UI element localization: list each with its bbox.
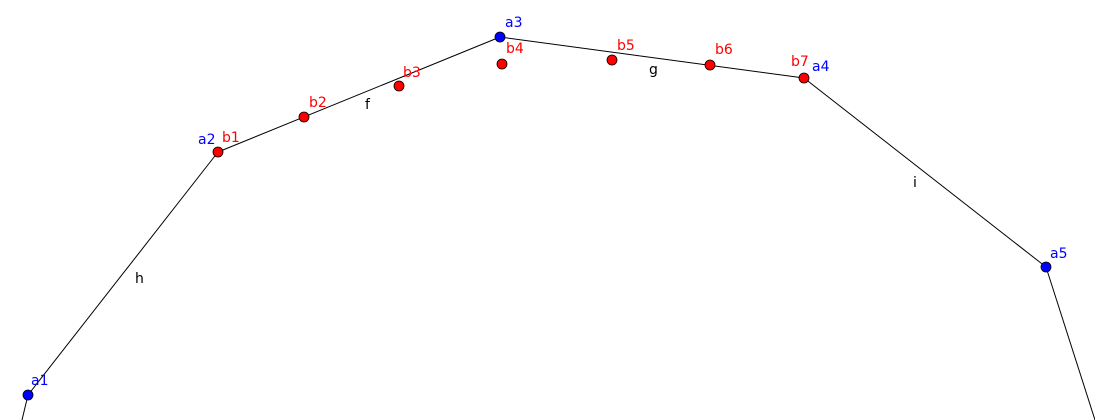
label-a3: a3: [505, 15, 523, 31]
point-b2[interactable]: [298, 111, 310, 123]
point-a3[interactable]: [494, 31, 506, 43]
label-b7: b7: [791, 54, 809, 70]
segment-lead-out: [1045, 266, 1095, 420]
point-b5[interactable]: [606, 54, 618, 66]
point-b4[interactable]: [496, 58, 508, 70]
segment-label-f: f: [365, 97, 371, 113]
point-b7[interactable]: [798, 72, 810, 84]
segments-layer: [21, 36, 1095, 420]
segment-g: [499, 36, 805, 79]
label-a2: a2: [198, 132, 216, 148]
point-b3[interactable]: [393, 80, 405, 92]
segment-h: [27, 151, 219, 396]
label-b3: b3: [403, 65, 421, 81]
points-b-layer: [212, 54, 810, 158]
point-b6[interactable]: [704, 59, 716, 71]
label-a5: a5: [1050, 246, 1068, 262]
segment-label-g: g: [649, 62, 658, 78]
segment-label-h: h: [135, 271, 144, 287]
segment-label-i: i: [913, 175, 917, 191]
point-a5[interactable]: [1040, 261, 1052, 273]
label-b5: b5: [617, 38, 635, 54]
point-a1[interactable]: [22, 389, 34, 401]
label-a4: a4: [812, 59, 830, 75]
points-a-layer: [22, 31, 1052, 401]
label-b2: b2: [309, 95, 327, 111]
segment-i: [803, 77, 1047, 268]
point-b1[interactable]: [212, 146, 224, 158]
label-a1: a1: [31, 373, 49, 389]
segment-f: [217, 36, 501, 153]
label-b4: b4: [506, 41, 524, 57]
label-b1: b1: [222, 130, 240, 146]
labels-b-layer: b1 b2 b3 b4 b5 b6 b7: [222, 38, 809, 146]
segment-labels-layer: h f g i: [135, 62, 917, 287]
label-b6: b6: [715, 42, 733, 58]
labels-a-layer: a1 a2 a3 a4 a5: [31, 15, 1068, 389]
